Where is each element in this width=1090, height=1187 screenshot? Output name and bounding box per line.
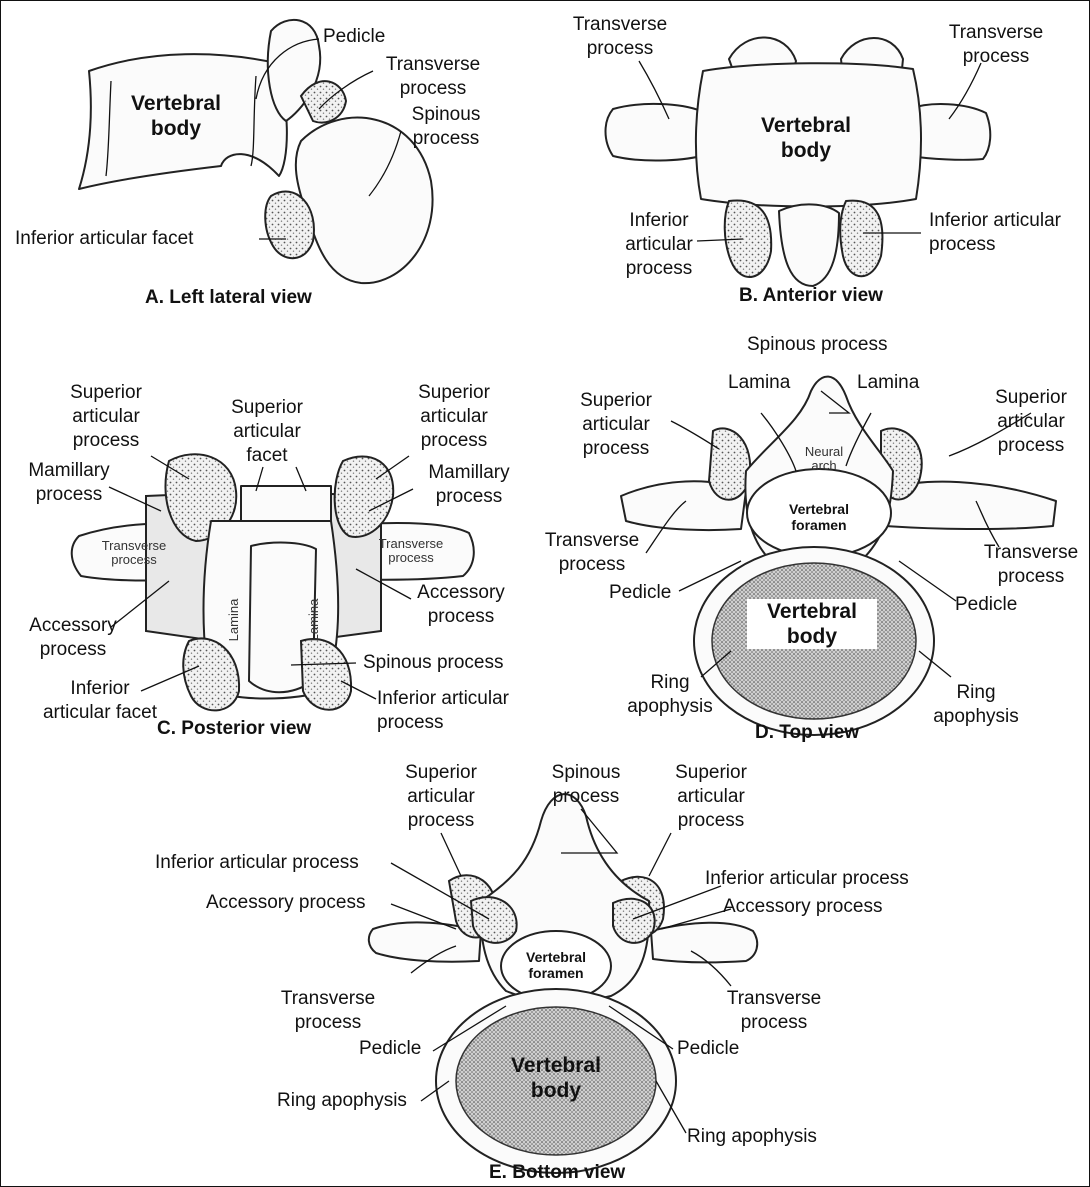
- label-c-mamillary-process-right: Mamillary process: [413, 461, 525, 509]
- label-a-vertebral-body: Vertebral body: [111, 91, 241, 141]
- label-e-transverse-process-left: Transverse process: [273, 987, 383, 1035]
- label-d-ring-apophysis-left: Ring apophysis: [615, 671, 725, 719]
- bottom-view-drawing: [369, 794, 757, 1173]
- label-a-spinous-process: Spinous process: [396, 103, 496, 151]
- label-c-inferior-articular-process: Inferior articular process: [377, 687, 509, 735]
- label-c-superior-articular-process-left: Superior articular process: [41, 381, 171, 453]
- label-c-lamina-right: Lamina: [307, 590, 321, 650]
- label-d-pedicle-left: Pedicle: [609, 581, 671, 605]
- label-c-transverse-process-right: Transverse process: [366, 537, 456, 565]
- label-d-lamina-left: Lamina: [728, 371, 790, 395]
- label-d-vertebral-foramen: Vertebral foramen: [774, 501, 864, 533]
- label-e-transverse-process-right: Transverse process: [719, 987, 829, 1035]
- label-e-spinous-process: Spinous process: [531, 761, 641, 809]
- label-b-inferior-articular-process-left: Inferior articular process: [611, 209, 707, 281]
- label-a-inferior-articular-facet: Inferior articular facet: [15, 227, 193, 251]
- caption-bottom-view: E. Bottom view: [489, 1161, 625, 1185]
- label-d-superior-articular-process-left: Superior articular process: [561, 389, 671, 461]
- label-c-superior-articular-facet: Superior articular facet: [217, 396, 317, 468]
- label-d-superior-articular-process-right: Superior articular process: [976, 386, 1086, 458]
- label-c-accessory-process-left: Accessory process: [17, 614, 129, 662]
- label-e-accessory-process-right: Accessory process: [723, 895, 882, 919]
- label-d-pedicle-right: Pedicle: [955, 593, 1017, 617]
- label-e-accessory-process-left: Accessory process: [206, 891, 365, 915]
- label-e-pedicle-right: Pedicle: [677, 1037, 739, 1061]
- label-c-transverse-process-left: Transverse process: [89, 539, 179, 567]
- label-d-vertebral-body: Vertebral body: [747, 599, 877, 649]
- label-d-neural-arch: Neural arch: [794, 445, 854, 473]
- label-d-spinous-process: Spinous process: [747, 333, 887, 357]
- label-e-inferior-articular-process-right: Inferior articular process: [705, 867, 909, 891]
- label-e-superior-articular-process-left: Superior articular process: [386, 761, 496, 833]
- label-c-lamina-left: Lamina: [227, 590, 241, 650]
- label-d-transverse-process-right: Transverse process: [976, 541, 1086, 589]
- caption-left-lateral-view: A. Left lateral view: [145, 286, 312, 310]
- label-e-vertebral-foramen: Vertebral foramen: [511, 949, 601, 981]
- label-a-pedicle: Pedicle: [323, 25, 385, 49]
- label-c-spinous-process: Spinous process: [363, 651, 503, 675]
- label-b-transverse-process-right: Transverse process: [931, 21, 1061, 69]
- label-d-lamina-right: Lamina: [857, 371, 919, 395]
- label-e-pedicle-left: Pedicle: [359, 1037, 421, 1061]
- label-c-accessory-process-right: Accessory process: [406, 581, 516, 629]
- caption-anterior-view: B. Anterior view: [739, 284, 883, 308]
- label-e-superior-articular-process-right: Superior articular process: [656, 761, 766, 833]
- label-c-mamillary-process-left: Mamillary process: [13, 459, 125, 507]
- label-a-transverse-process: Transverse process: [373, 53, 493, 101]
- caption-top-view: D. Top view: [755, 721, 859, 745]
- label-e-ring-apophysis-left: Ring apophysis: [277, 1089, 407, 1113]
- label-e-inferior-articular-process-left: Inferior articular process: [155, 851, 359, 875]
- label-d-ring-apophysis-right: Ring apophysis: [921, 681, 1031, 729]
- label-b-vertebral-body: Vertebral body: [741, 113, 871, 163]
- label-b-inferior-articular-process-right: Inferior articular process: [929, 209, 1061, 257]
- label-e-ring-apophysis-right: Ring apophysis: [687, 1125, 817, 1149]
- label-c-superior-articular-process-right: Superior articular process: [389, 381, 519, 453]
- caption-posterior-view: C. Posterior view: [157, 717, 311, 741]
- label-e-vertebral-body: Vertebral body: [491, 1053, 621, 1103]
- label-d-transverse-process-left: Transverse process: [537, 529, 647, 577]
- label-b-transverse-process-left: Transverse process: [561, 13, 679, 61]
